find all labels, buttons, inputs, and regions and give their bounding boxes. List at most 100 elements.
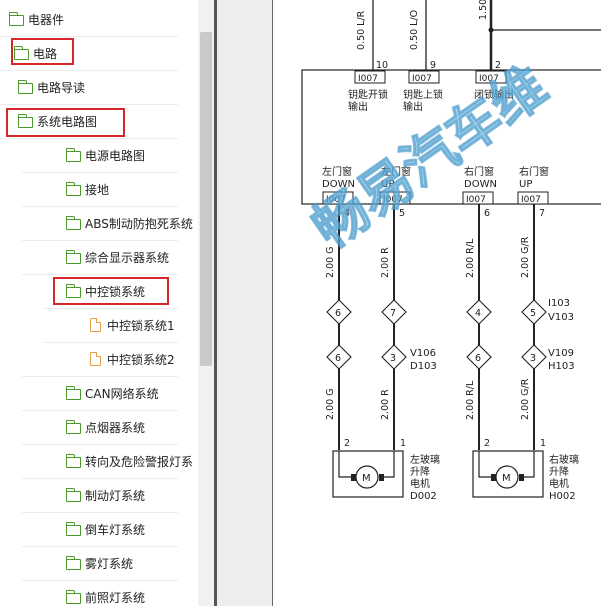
tree-separator [22,172,178,173]
signal-label: 闭锁输出 [474,88,514,101]
folder-icon [17,79,33,94]
tree-separator [22,580,178,581]
pin-number: 5 [399,208,405,219]
tree-separator [22,512,178,513]
svg-text:2.00 R: 2.00 R [380,389,391,420]
folder-icon [65,453,81,468]
svg-text:2.00 R: 2.00 R [380,247,391,278]
svg-text:升降: 升降 [410,465,430,478]
output-label: DOWN [322,179,355,190]
tree-item-central-lock-1[interactable]: 中控锁系统1 [90,314,175,336]
document-icon [90,318,101,332]
navigation-tree: 电器件 电路 电路导读 系统电路图 电源电路图 接地 ABS制动防抱死系统 综合… [0,0,198,606]
tree-item-circuit-guide[interactable]: 电路导读 [17,76,85,98]
tree-item-circuit[interactable]: 电路 [13,42,57,64]
folder-icon [65,555,81,570]
central-lock-module [301,69,601,205]
svg-text:电机: 电机 [549,477,569,490]
connector-diamond: 3 [521,344,547,370]
svg-text:1: 1 [540,438,546,449]
pin-number: 9 [430,60,436,71]
wire-spec-label: 2.00 G [325,246,336,278]
folder-icon [65,147,81,162]
tree-separator [22,206,178,207]
tree-separator [44,308,178,309]
svg-text:6: 6 [335,308,341,319]
tree-item-can-network[interactable]: CAN网络系统 [65,382,159,404]
svg-text:M: M [362,473,371,484]
watermark: 畅易汽车维 [301,53,560,261]
tree-item-system-diagrams[interactable]: 系统电路图 [17,110,97,132]
output-label: 左门窗 [381,165,411,178]
signal-label: 钥匙开锁 [348,88,388,101]
connector-diamond: 6 [326,344,352,370]
svg-text:0.50 L/O: 0.50 L/O [409,10,420,50]
tree-item-abs[interactable]: ABS制动防抱死系统 [65,212,193,234]
pin-number: 7 [539,208,545,219]
connector-diamond: 3 [381,344,407,370]
svg-text:5: 5 [530,308,536,319]
folder-open-icon [17,113,33,128]
connector-code: I007 [521,195,541,205]
tree-item-display[interactable]: 综合显示器系统 [65,246,169,268]
tree-item-power-circuit[interactable]: 电源电路图 [65,144,145,166]
output-label: 右门窗 [519,165,549,178]
tree-separator [22,376,178,377]
connector-code: I007 [383,195,403,205]
svg-text:M: M [502,473,511,484]
wire-spec-label: 0.50 L/O [409,10,420,50]
wire-spec-label: 1.50 [478,0,489,20]
pin-number: 2 [495,60,501,71]
tree-item-fog-light[interactable]: 雾灯系统 [65,552,133,574]
tree-separator [22,546,178,547]
folder-icon [65,487,81,502]
folder-icon [65,521,81,536]
tree-item-brake-light[interactable]: 制动灯系统 [65,484,145,506]
tree-item-cigarette-lighter[interactable]: 点烟器系统 [65,416,145,438]
svg-text:2.00 R/L: 2.00 R/L [465,380,476,420]
svg-text:7: 7 [390,308,396,319]
output-label: DOWN [464,179,497,190]
svg-text:D002: D002 [410,491,437,502]
connector-code: H103 [548,361,575,372]
sidebar-scrollbar-thumb[interactable] [200,32,212,366]
svg-text:左玻璃: 左玻璃 [410,453,440,466]
folder-icon [65,249,81,264]
wire-spec-label: 0.50 L/R [356,10,367,50]
tree-separator [0,70,178,71]
signal-label: 输出 [403,100,423,113]
connector-diamond: 7 [381,299,407,325]
tree-item-central-lock[interactable]: 中控锁系统 [65,280,145,302]
document-icon [90,352,101,366]
svg-text:2.00 G: 2.00 G [325,388,336,420]
connector-code: I007 [479,74,499,84]
pin-number: 4 [344,208,350,219]
folder-icon [65,419,81,434]
tree-item-reverse-light[interactable]: 倒车灯系统 [65,518,145,540]
wire-spec-label: 2.00 G/R [520,236,531,278]
tree-item-electrical-parts[interactable]: 电器件 [8,8,64,30]
wire-spec-label: 2.00 R [380,247,391,278]
connector-code: I007 [326,195,346,205]
tree-item-ground[interactable]: 接地 [65,178,109,200]
folder-open-icon [65,283,81,298]
tree-separator [22,444,178,445]
tree-separator [44,342,178,343]
svg-text:2.00 G/R: 2.00 G/R [520,378,531,420]
tree-separator [0,138,178,139]
signal-label: 输出 [348,100,368,113]
tree-item-headlight[interactable]: 前照灯系统 [65,586,145,606]
svg-text:H002: H002 [549,491,576,502]
svg-text:2.00 G: 2.00 G [325,246,336,278]
svg-text:1: 1 [400,438,406,449]
tree-item-turn-hazard[interactable]: 转向及危险警报灯系 [65,450,193,472]
pane-divider[interactable] [214,0,217,606]
output-label: 左门窗 [322,165,352,178]
wire-spec-label: 2.00 G/R [520,378,531,420]
svg-text:2.00 R/L: 2.00 R/L [465,238,476,278]
tree-separator [22,274,178,275]
svg-text:6: 6 [475,353,481,364]
folder-icon [65,589,81,604]
connector-code: I007 [412,74,432,84]
tree-item-central-lock-2[interactable]: 中控锁系统2 [90,348,175,370]
